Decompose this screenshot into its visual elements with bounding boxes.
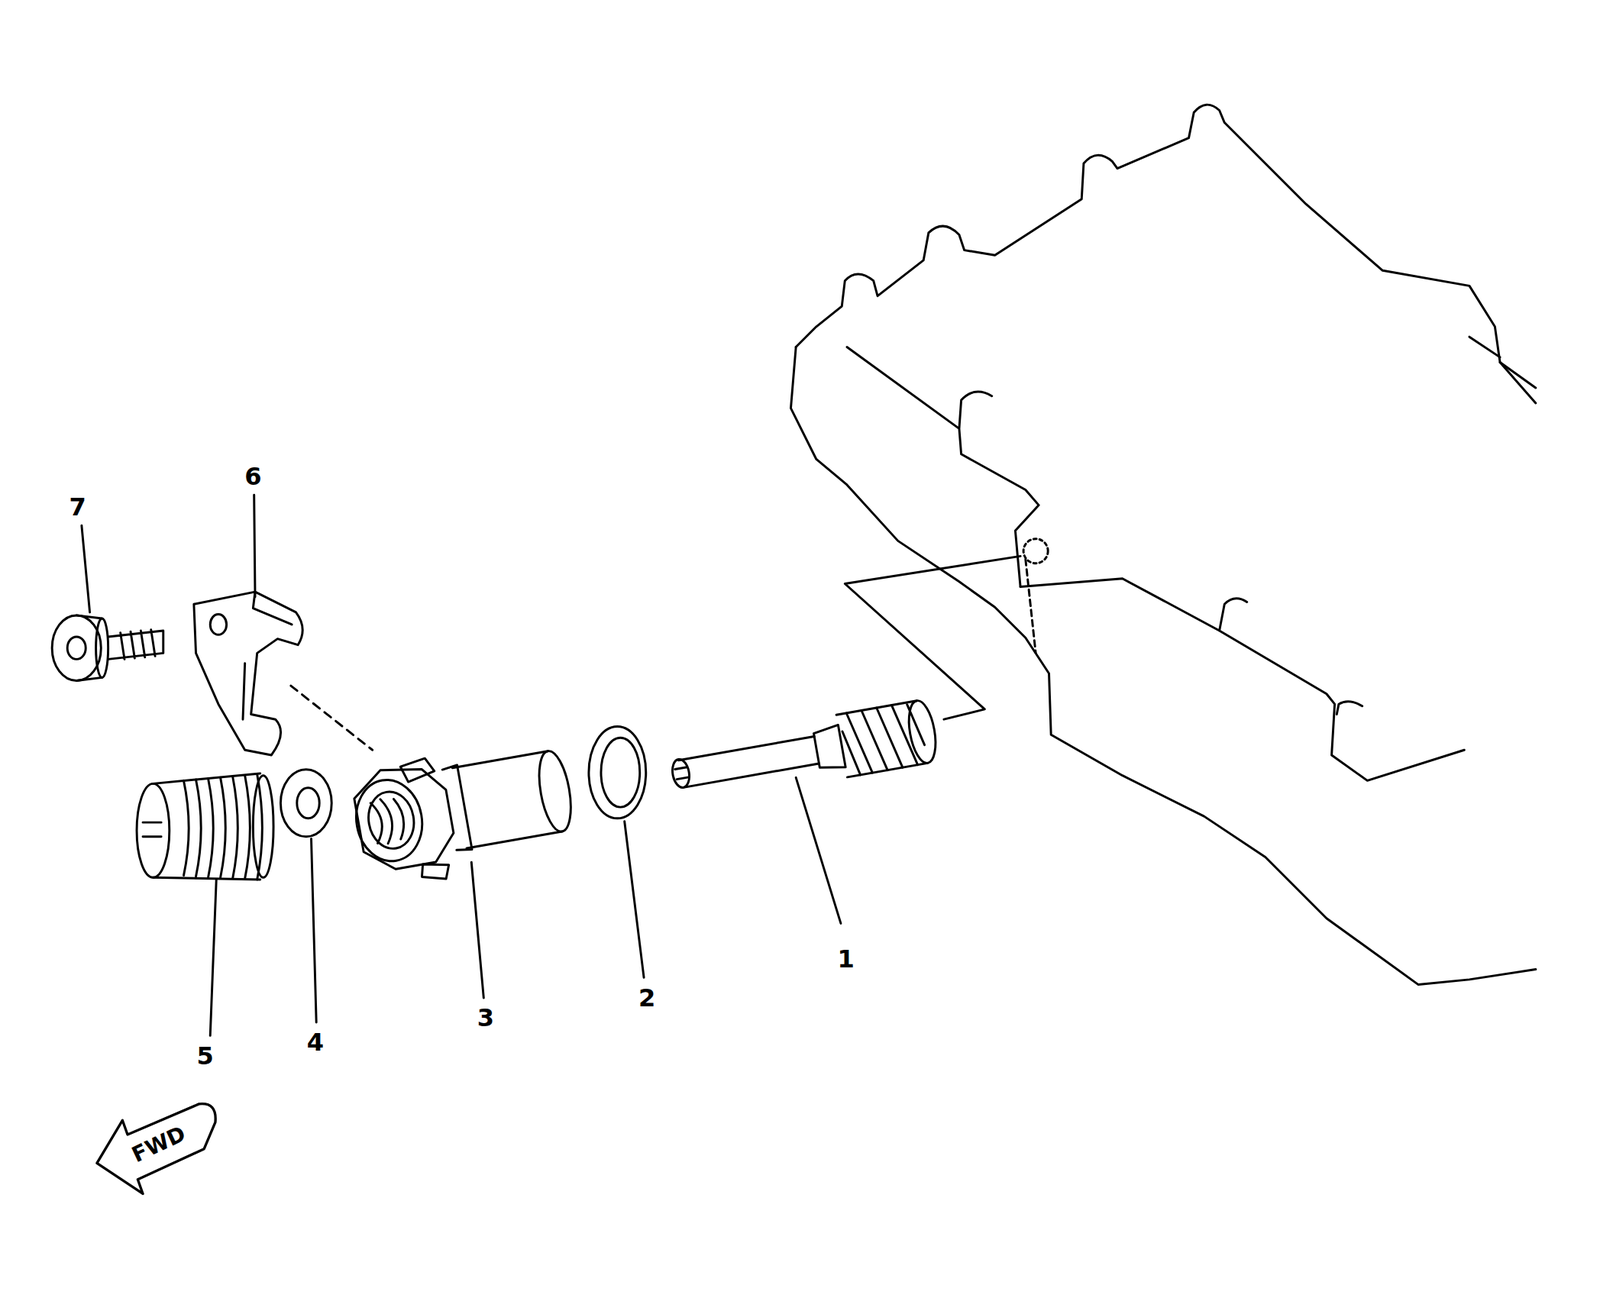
drawing-stroke [297,788,320,819]
drawing-stroke [601,737,640,808]
callout-number: 1 [837,947,854,972]
drawing-stroke [254,494,256,598]
callout-number: 3 [477,1005,495,1031]
drawing-stroke [795,104,1536,404]
drawing-stroke [442,765,472,853]
bracket-plate [193,591,303,756]
drawing-stroke [624,821,644,978]
drawing-stroke [252,775,274,879]
hex-bolt [51,615,164,682]
drawing-stroke [280,769,332,838]
drawing-stroke [311,839,317,1023]
drawing-stroke [136,783,170,878]
callout-number: 4 [307,1030,324,1055]
drawing-stroke [670,758,692,790]
drawing-stroke [142,822,162,838]
washer [280,769,332,838]
drawing-stroke [790,347,1536,986]
drawing-stroke [350,759,459,875]
drawing-stroke [1023,539,1048,564]
drawing-stroke [836,701,928,778]
drawing-stroke [51,104,1536,1194]
drawing-stroke [533,748,576,834]
callout-number: 2 [638,985,656,1011]
drawing-stroke [675,767,689,780]
drawing-stroke [349,775,429,867]
drawing-stroke [795,777,841,924]
drawing-stroke [1469,336,1536,388]
drawing-stroke [242,591,292,720]
engine-case [790,104,1536,985]
drawing-stroke [420,859,452,883]
drawing-stroke [364,788,419,853]
drawing-stroke [81,525,91,613]
drawing-stroke [588,727,647,819]
drawing-stroke [210,879,217,1036]
leader-lines [81,494,841,1036]
drawing-stroke [51,615,101,682]
drawing-stroke [813,724,847,772]
callout-number: 5 [196,1044,214,1069]
direction-arrow [96,1104,216,1195]
drawing-stroke [210,614,227,636]
gear-housing [347,734,581,893]
callout-number: 7 [68,494,86,520]
drawing-stroke [108,630,164,660]
drawing-stroke [839,701,928,777]
callout-number: 6 [244,464,262,489]
drawing-stroke [370,795,408,846]
drawing-stroke [399,757,436,784]
drawing-stroke [193,591,303,756]
gear-shaft [667,698,940,808]
drawing-stroke [96,618,109,678]
drawing-stroke [1020,578,1465,782]
drawing-stroke [67,636,86,660]
drawing-stroke [183,774,262,880]
drawing-stroke [678,736,820,788]
drawing-stroke [471,862,484,999]
drawing-stroke [846,347,1039,588]
drawing-stroke [1025,559,1036,653]
threaded-plug [136,773,274,880]
assembly-line [290,685,373,750]
location-pointer [844,555,1021,720]
o-ring [588,727,647,819]
drawing-stroke [1336,701,1362,715]
